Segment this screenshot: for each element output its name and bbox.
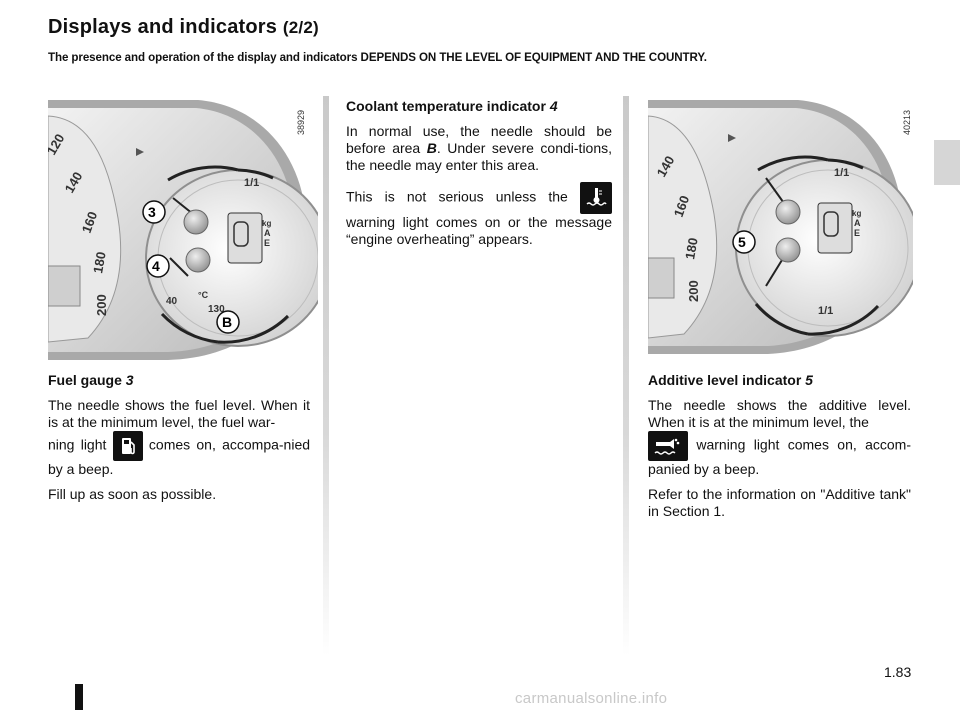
callout-b: B bbox=[222, 314, 232, 330]
a-label-right: A bbox=[854, 218, 861, 228]
coolant-text: In normal use, the needle should be befo… bbox=[346, 123, 613, 173]
corner-mark bbox=[75, 684, 83, 710]
page-title-suffix: (2/2) bbox=[282, 18, 319, 37]
additive-full-label: 1/1 bbox=[818, 305, 833, 317]
equipment-notice: The presence and operation of the displa… bbox=[48, 51, 707, 64]
coolant-degree-label: °C bbox=[198, 290, 209, 300]
e-label-right: E bbox=[854, 228, 860, 238]
coolant-40-label: 40 bbox=[166, 296, 178, 307]
turn-arrow-icon bbox=[136, 148, 144, 156]
page-title: Displays and indicators (2/2) bbox=[48, 16, 319, 38]
coolant-130-label: 130 bbox=[208, 304, 225, 315]
dashboard-illustration-right: 140 160 180 200 1/1 kg A E 1/1 5 bbox=[647, 98, 921, 356]
speed-160-label-right: 160 bbox=[671, 194, 693, 220]
speed-180-label-right: 180 bbox=[682, 237, 701, 261]
coolant-temperature-warning-icon bbox=[580, 182, 613, 214]
fuel-gauge-text-cont: ning light comes on, accompa-nied by a b… bbox=[48, 431, 310, 478]
speed-160-label: 160 bbox=[79, 210, 101, 236]
figure-additive-gauge: 140 160 180 200 1/1 kg A E 1/1 5 bbox=[647, 98, 921, 356]
additive-text: The needle shows the additive level. Whe… bbox=[648, 397, 911, 430]
kg-label: kg bbox=[262, 219, 271, 228]
fuel-gauge-section: Fuel gauge 3 The needle shows the fuel l… bbox=[48, 372, 310, 511]
fuel-gauge-heading: Fuel gauge 3 bbox=[48, 372, 134, 388]
coolant-heading: Coolant temperature indicator 4 bbox=[346, 98, 558, 114]
callout-3: 3 bbox=[148, 204, 156, 220]
column-divider-left bbox=[323, 96, 329, 656]
additive-reference: Refer to the information on "Additive ta… bbox=[648, 486, 911, 519]
additive-level-section: Additive level indicator 5 The needle sh… bbox=[648, 372, 911, 528]
a-label: A bbox=[264, 228, 271, 238]
figure-ref-left: 38929 bbox=[296, 109, 306, 135]
speed-180-label: 180 bbox=[90, 251, 109, 275]
coolant-warning-text: This is not serious unless the warning l… bbox=[346, 182, 613, 248]
callout-5: 5 bbox=[738, 234, 746, 250]
fuel-warning-light-icon bbox=[112, 431, 143, 461]
callout-4: 4 bbox=[152, 258, 160, 274]
fuel-gauge-text: The needle shows the fuel level. When it… bbox=[48, 397, 310, 430]
speed-200-label: 200 bbox=[94, 294, 109, 316]
fuel-gauge-advice: Fill up as soon as possible. bbox=[48, 486, 217, 502]
additive-text-cont: warning light comes on, accom-panied by … bbox=[648, 431, 911, 478]
kg-label-right: kg bbox=[852, 209, 861, 218]
additive-heading: Additive level indicator 5 bbox=[648, 372, 813, 388]
turn-arrow-icon-right bbox=[728, 134, 736, 142]
e-label: E bbox=[264, 238, 270, 248]
speed-200-label-right: 200 bbox=[686, 280, 701, 302]
additive-warning-light-icon bbox=[648, 431, 688, 461]
fuel-full-label-right: 1/1 bbox=[834, 167, 849, 179]
figure-ref-right: 40213 bbox=[902, 109, 912, 135]
dashboard-illustration-left: 120 140 160 180 200 1/1 kg A E 40 °C 130… bbox=[44, 98, 331, 360]
page-number: 1.83 bbox=[884, 664, 912, 680]
fuel-full-label: 1/1 bbox=[244, 177, 259, 189]
figure-fuel-coolant-gauges: 120 140 160 180 200 1/1 kg A E 40 °C 130… bbox=[44, 98, 331, 360]
section-tab bbox=[934, 140, 960, 185]
watermark: carmanualsonline.info bbox=[515, 690, 668, 707]
coolant-temperature-section: Coolant temperature indicator 4 In norma… bbox=[346, 98, 613, 256]
column-divider-right bbox=[623, 96, 629, 656]
